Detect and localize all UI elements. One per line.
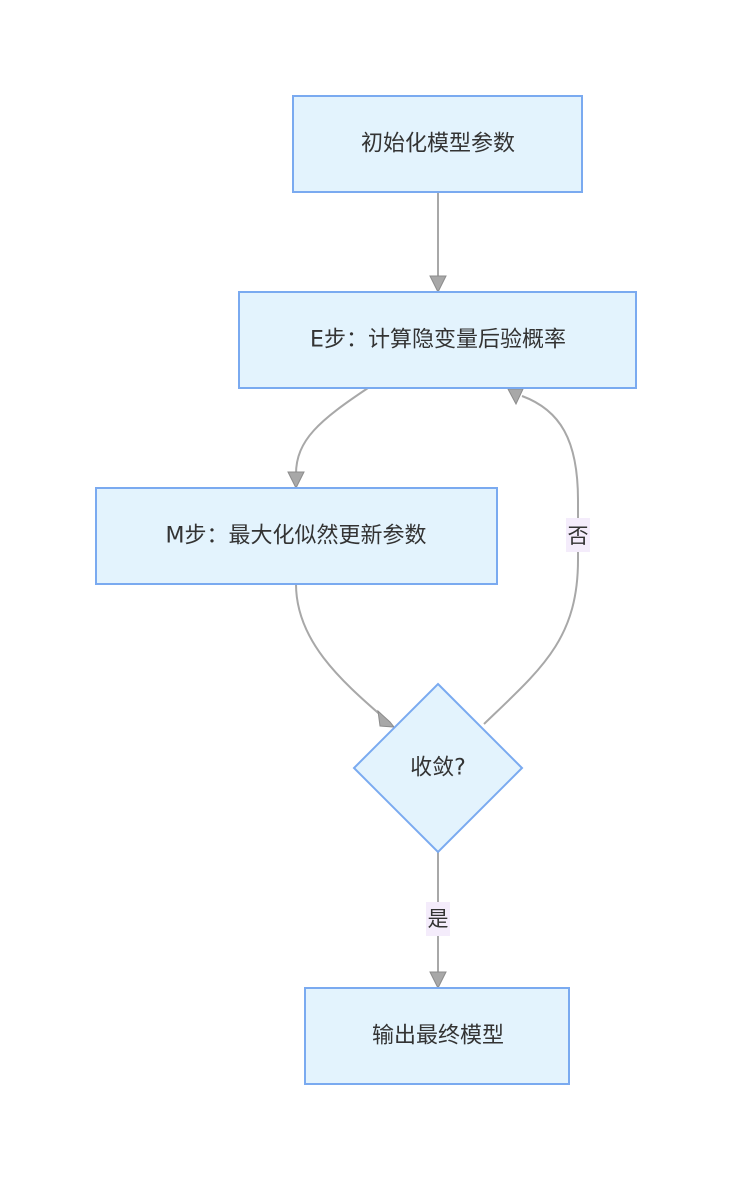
edge-label-no: 否 — [566, 518, 590, 552]
node-e-step-box — [238, 291, 637, 389]
arrowhead-e-step-top — [429, 275, 447, 294]
edge-converge-to-e-step — [483, 395, 579, 725]
node-converge-label: 收敛? — [410, 756, 466, 781]
node-m-step-box — [95, 487, 498, 585]
arrowhead-output-top — [429, 971, 447, 990]
node-output[interactable]: 输出最终模型 — [304, 987, 570, 1085]
edge-label-no-bg — [566, 518, 590, 552]
edge-label-yes: 是 — [426, 902, 450, 936]
edge-m-step-to-converge — [295, 583, 385, 719]
node-e-step-label: E步：计算隐变量后验概率 — [310, 328, 566, 353]
node-e-step[interactable]: E步：计算隐变量后验概率 — [238, 291, 637, 389]
arrowhead-converge-left — [377, 709, 396, 728]
edge-label-yes-text: 是 — [428, 907, 449, 931]
arrowhead-m-step-top — [287, 471, 305, 490]
node-init-box — [292, 95, 583, 193]
node-m-step[interactable]: M步：最大化似然更新参数 — [95, 487, 498, 585]
arrowhead-e-step-bottom — [507, 388, 524, 406]
node-init[interactable]: 初始化模型参数 — [292, 95, 583, 193]
node-converge[interactable]: 收敛? — [352, 682, 524, 854]
edge-label-yes-bg — [426, 902, 450, 936]
node-init-label: 初始化模型参数 — [361, 132, 515, 157]
node-converge-diamond — [352, 682, 524, 854]
edge-label-no-text: 否 — [568, 524, 589, 548]
node-output-box — [304, 987, 570, 1085]
node-m-step-label: M步：最大化似然更新参数 — [166, 524, 427, 549]
edge-e-step-to-m-step — [295, 387, 369, 475]
node-output-label: 输出最终模型 — [372, 1024, 504, 1049]
